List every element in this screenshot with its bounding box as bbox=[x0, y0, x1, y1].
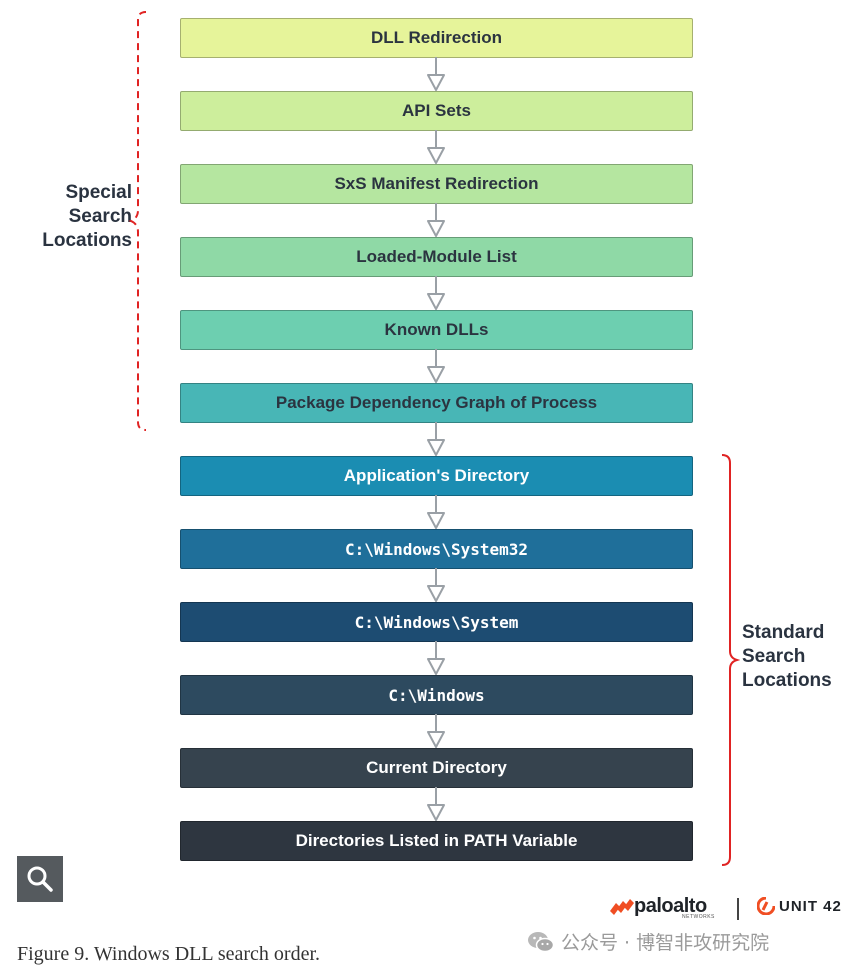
figure-caption: Figure 9. Windows DLL search order. bbox=[17, 943, 321, 965]
search-step-box: Package Dependency Graph of Process bbox=[180, 383, 693, 423]
paloalto-mark-icon bbox=[610, 898, 634, 915]
down-arrow-icon bbox=[427, 57, 445, 91]
down-arrow-icon bbox=[427, 203, 445, 237]
search-step-box: DLL Redirection bbox=[180, 18, 693, 58]
search-step-box: Loaded-Module List bbox=[180, 237, 693, 277]
unit42-mark-icon bbox=[757, 897, 775, 915]
down-arrow-icon bbox=[427, 495, 445, 529]
search-step-box: API Sets bbox=[180, 91, 693, 131]
standard-locations-brace bbox=[721, 454, 740, 866]
search-step-box: Directories Listed in PATH Variable bbox=[180, 821, 693, 861]
unit42-logo: UNIT 42 bbox=[757, 897, 842, 915]
search-step-box: C:\Windows\System bbox=[180, 602, 693, 642]
down-arrow-icon bbox=[427, 714, 445, 748]
down-arrow-icon bbox=[427, 568, 445, 602]
search-step-box: Application's Directory bbox=[180, 456, 693, 496]
search-step-box: SxS Manifest Redirection bbox=[180, 164, 693, 204]
paloalto-wordmark: paloalto bbox=[634, 895, 707, 917]
special-search-locations-label: Special Search Locations bbox=[42, 182, 132, 251]
wechat-watermark: 公众号 · 博智非攻研究院 bbox=[527, 928, 769, 955]
search-icon bbox=[27, 866, 53, 892]
wechat-icon bbox=[528, 931, 555, 952]
search-button[interactable] bbox=[17, 856, 63, 902]
search-step-box: C:\Windows\System32 bbox=[180, 529, 693, 569]
down-arrow-icon bbox=[427, 422, 445, 456]
logo-divider bbox=[737, 898, 739, 920]
standard-search-locations-label: Standard Search Locations bbox=[742, 622, 832, 691]
down-arrow-icon bbox=[427, 349, 445, 383]
search-step-box: Known DLLs bbox=[180, 310, 693, 350]
down-arrow-icon bbox=[427, 641, 445, 675]
search-step-box: Current Directory bbox=[180, 748, 693, 788]
special-locations-brace bbox=[128, 11, 147, 431]
watermark-text: 公众号 · 博智非攻研究院 bbox=[561, 932, 770, 954]
search-step-box: C:\Windows bbox=[180, 675, 693, 715]
down-arrow-icon bbox=[427, 130, 445, 164]
paloalto-networks-logo: paloalto NETWORKS bbox=[610, 895, 714, 920]
down-arrow-icon bbox=[427, 787, 445, 821]
paloalto-networks-subtext: NETWORKS bbox=[682, 914, 715, 920]
unit42-wordmark: UNIT 42 bbox=[779, 897, 842, 915]
down-arrow-icon bbox=[427, 276, 445, 310]
